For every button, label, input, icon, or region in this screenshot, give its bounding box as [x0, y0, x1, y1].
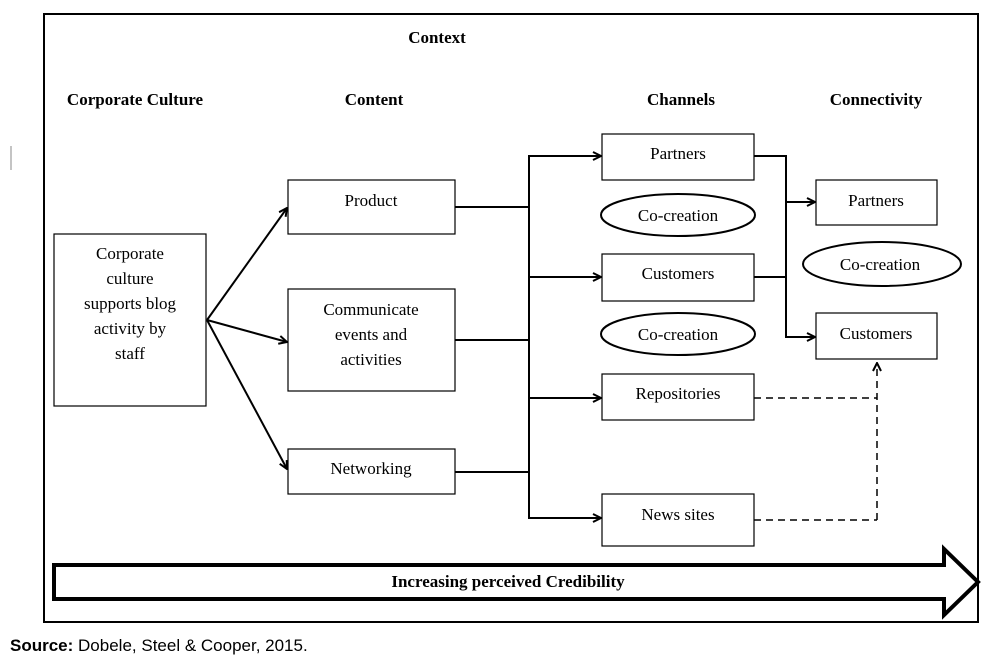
conn-customers-label: Customers	[840, 324, 913, 343]
culture-line-3: supports blog	[84, 294, 177, 313]
communicate-line-1: Communicate	[323, 300, 418, 319]
connectivity-partners-box: Partners	[815, 179, 938, 226]
arrow-to-communicate	[206, 319, 287, 342]
cocreation-1-label: Co-creation	[638, 206, 719, 225]
channel-customers-label: Customers	[642, 264, 715, 283]
outer-frame	[43, 13, 979, 623]
content-product-box: Product	[287, 179, 456, 235]
source-label: Source:	[10, 636, 74, 655]
connectivity-customers-box: Customers	[815, 312, 938, 360]
cocreation-2-label: Co-creation	[638, 325, 719, 344]
communicate-line-3: activities	[340, 350, 401, 369]
arrow-to-networking	[206, 319, 287, 469]
channel-cocreation-2: Co-creation	[600, 312, 756, 356]
conn-cocreation-label: Co-creation	[840, 255, 921, 274]
header-channels: Channels	[647, 90, 715, 109]
channel-repositories-label: Repositories	[636, 384, 721, 403]
channel-customers-box: Customers	[601, 253, 755, 302]
content-communicate-box: Communicate events and activities	[287, 288, 456, 392]
channel-partners-label: Partners	[650, 144, 706, 163]
culture-line-2: culture	[106, 269, 153, 288]
context-title: Context	[408, 28, 466, 47]
communicate-line-2: events and	[335, 325, 408, 344]
culture-line-1: Corporate	[96, 244, 164, 263]
channel-cocreation-1: Co-creation	[600, 193, 756, 237]
source-citation: Source: Dobele, Steel & Cooper, 2015.	[10, 636, 308, 656]
networking-label: Networking	[330, 459, 412, 478]
source-text: Dobele, Steel & Cooper, 2015.	[78, 636, 308, 655]
header-connectivity: Connectivity	[830, 90, 923, 109]
product-label: Product	[345, 191, 398, 210]
channel-partners-box: Partners	[601, 133, 755, 181]
channel-news-sites-label: News sites	[641, 505, 714, 524]
connectivity-cocreation: Co-creation	[802, 241, 962, 287]
culture-line-5: staff	[115, 344, 145, 363]
channel-news-sites-box: News sites	[601, 493, 755, 547]
credibility-label: Increasing perceived Credibility	[391, 572, 625, 591]
arrow-to-product	[206, 208, 287, 321]
credibility-arrow: Increasing perceived Credibility	[52, 544, 981, 620]
culture-line-4: activity by	[94, 319, 167, 338]
content-networking-box: Networking	[287, 448, 456, 495]
corporate-culture-box: Corporate culture supports blog activity…	[53, 233, 207, 407]
conn-partners-label: Partners	[848, 191, 904, 210]
header-content: Content	[345, 90, 404, 109]
channel-repositories-box: Repositories	[601, 373, 755, 421]
header-corporate-culture: Corporate Culture	[67, 90, 204, 109]
